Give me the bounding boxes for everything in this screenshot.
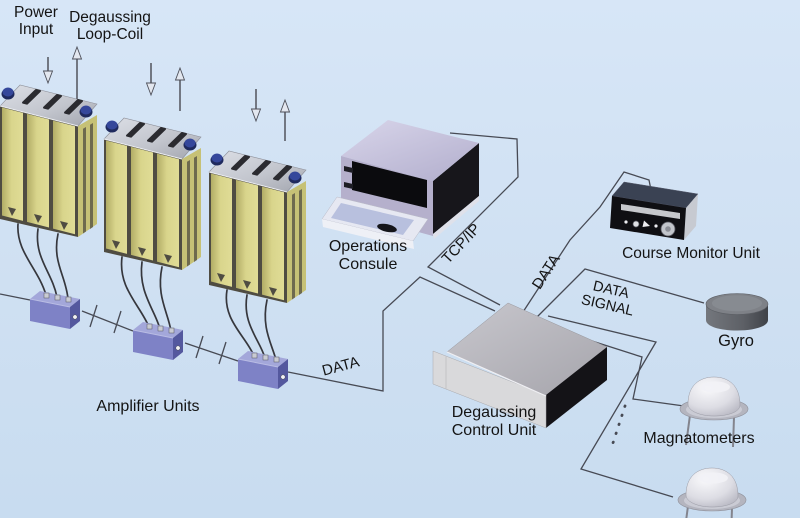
data-line-amplifiers-dcu — [287, 276, 496, 392]
gyro — [705, 293, 769, 331]
data-signal-line-dcu-gyro — [535, 268, 705, 319]
operations-console-label: Operations Consule — [328, 238, 408, 273]
junction-box-2 — [132, 321, 184, 361]
amplifier-unit-1 — [0, 84, 98, 238]
loop-line-box1-box2 — [81, 310, 134, 332]
console-top — [341, 120, 479, 181]
cmu-display-slot — [621, 204, 680, 219]
loop-line-box2-box3 — [184, 342, 239, 362]
dcu-right-side — [546, 347, 607, 428]
course-monitor-unit — [610, 181, 699, 240]
console-trackpad — [377, 223, 397, 233]
junction-box-1 — [29, 290, 81, 330]
amplifier-units-label: Amplifier Units — [96, 398, 200, 415]
degaussing-control-unit — [432, 302, 608, 429]
loop-coil-arrow-unit1 — [72, 46, 82, 99]
amplifier-cables — [17, 223, 277, 361]
power-input-arrow-unit1 — [43, 57, 53, 84]
loop-coil-label: Degaussing Loop-Coil — [69, 9, 151, 44]
magnetometer-2 — [677, 467, 747, 518]
data-line-dcu-cmu — [522, 171, 652, 313]
dcu-label: Degaussing Control Unit — [451, 404, 537, 439]
dcu-front-panel — [432, 350, 547, 429]
power-input-arrow-unit2 — [146, 63, 156, 96]
cmu-label: Course Monitor Unit — [622, 245, 760, 262]
console-screen — [352, 161, 427, 208]
gyro-label: Gyro — [718, 332, 754, 350]
operations-console — [321, 120, 479, 249]
amplifier-unit-2 — [103, 117, 202, 271]
power-input-label: Power Input — [14, 4, 58, 39]
junction-box-3 — [237, 350, 289, 390]
magnetometers-label: Magnatometers — [643, 430, 755, 447]
power-input-arrow-unit3 — [251, 89, 261, 122]
loop-coil-arrow-unit3 — [280, 99, 290, 141]
tcpip-line-console-dcu — [426, 132, 519, 306]
amplifier-unit-3 — [208, 150, 307, 304]
cmu-right-edge — [684, 194, 698, 240]
magnetometer-continuation-dots — [609, 404, 627, 451]
signal-line-dcu-magnetometer2 — [547, 315, 674, 498]
line-break-marks — [89, 304, 227, 365]
console-right-side — [433, 143, 479, 234]
loop-feed-line-left — [0, 293, 31, 301]
loop-coil-arrow-unit2 — [175, 67, 185, 111]
